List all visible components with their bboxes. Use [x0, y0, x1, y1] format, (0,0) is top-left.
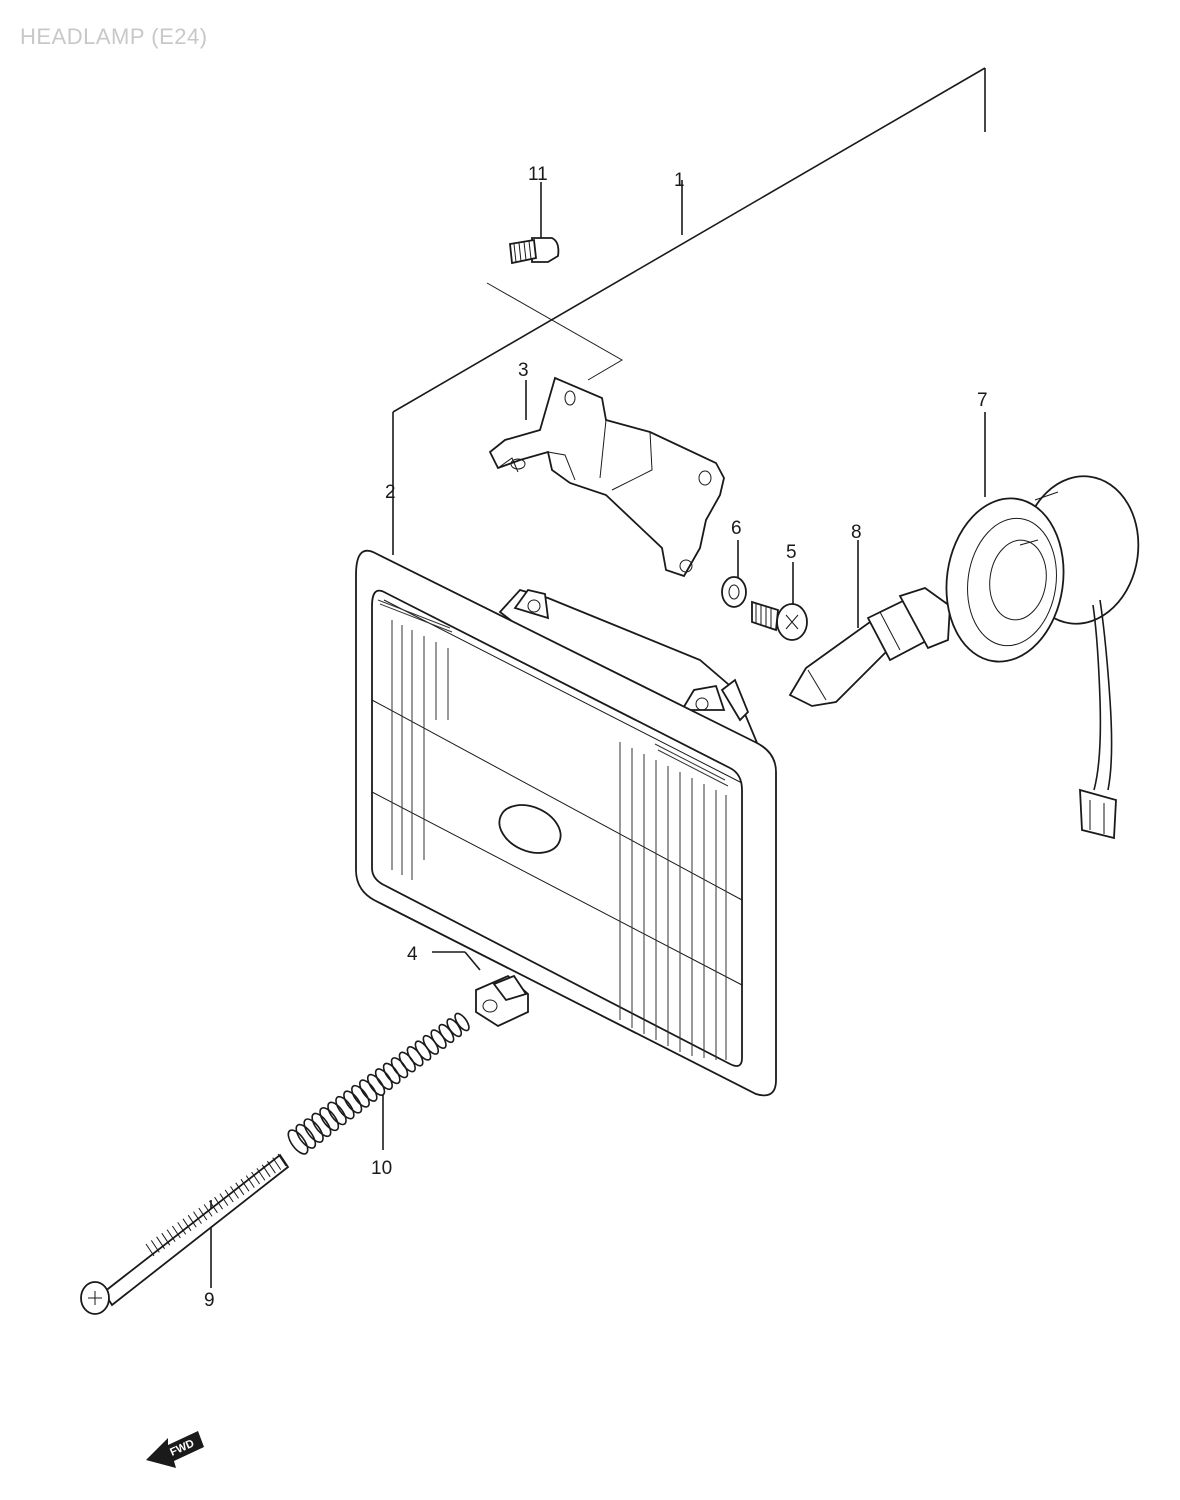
spring-coil — [303, 1118, 324, 1143]
screw-thread — [230, 1186, 239, 1199]
washer-part-6 — [721, 576, 747, 608]
screw-thread — [208, 1200, 218, 1214]
callout-10: 10 — [371, 1158, 392, 1179]
callout-8: 8 — [851, 522, 862, 543]
screw-thread — [235, 1182, 245, 1196]
bracket-part-3 — [488, 376, 725, 578]
spring-coil — [319, 1107, 340, 1132]
screw-thread — [277, 1153, 287, 1167]
spring-coil — [351, 1084, 370, 1108]
nut-clip-part-4 — [475, 974, 529, 1028]
screw-thread — [166, 1229, 176, 1242]
screw-thread — [171, 1225, 181, 1239]
screw-thread — [145, 1243, 155, 1257]
spring-coil — [374, 1068, 393, 1091]
callout-2: 2 — [385, 482, 396, 503]
headlamp-part-2 — [355, 549, 777, 1097]
screw-thread — [177, 1222, 187, 1235]
spring-coil — [311, 1112, 332, 1138]
callout-1: 1 — [674, 170, 685, 191]
adjusting-screw-part-9 — [80, 1153, 290, 1315]
screw-thread — [156, 1236, 166, 1250]
screw-thread — [150, 1240, 160, 1253]
screw-thread — [251, 1171, 261, 1185]
callout-5: 5 — [786, 542, 797, 563]
fwd-arrow-icon: FWD — [146, 1431, 204, 1468]
screw-thread — [161, 1232, 171, 1246]
screw-thread — [182, 1218, 192, 1232]
screw-thread — [187, 1214, 197, 1228]
spring-coil — [327, 1101, 347, 1126]
screw-thread — [256, 1168, 266, 1181]
screw-thread — [193, 1211, 202, 1224]
screw-thread — [240, 1178, 250, 1192]
spring-coil — [295, 1123, 317, 1149]
screw-thread — [266, 1160, 276, 1174]
spring-coil — [343, 1090, 363, 1114]
screw-thread — [219, 1193, 229, 1206]
screw-thread — [224, 1189, 234, 1203]
assembly-leader-lines — [210, 67, 986, 1288]
page-title: HEADLAMP (E24) — [20, 24, 208, 49]
screw-thread — [198, 1207, 208, 1221]
spring-coil — [287, 1129, 309, 1155]
callout-7: 7 — [977, 390, 988, 411]
bulb-part-8 — [788, 587, 951, 707]
callout-3: 3 — [518, 360, 529, 381]
screw-thread — [261, 1164, 271, 1178]
spring-coil — [359, 1079, 378, 1102]
callout-4: 4 — [407, 944, 418, 965]
spring-coil — [335, 1095, 355, 1120]
socket-part-7 — [945, 475, 1140, 840]
callout-11: 11 — [528, 164, 548, 185]
spring-coil — [454, 1012, 470, 1032]
spring-coil — [366, 1073, 386, 1096]
bolt-part-11 — [509, 237, 560, 265]
screw-thread — [245, 1175, 255, 1188]
callout-9: 9 — [204, 1290, 215, 1311]
screw-part-5 — [751, 600, 808, 641]
screw-thread — [272, 1157, 282, 1170]
screw-thread — [214, 1196, 224, 1210]
callout-6: 6 — [731, 518, 742, 539]
spring-part-10 — [287, 1012, 470, 1155]
spring-coil — [382, 1062, 401, 1085]
callout-labels: 1 2 3 4 5 6 7 8 9 10 11 — [204, 164, 988, 1311]
screw-thread — [203, 1204, 213, 1217]
